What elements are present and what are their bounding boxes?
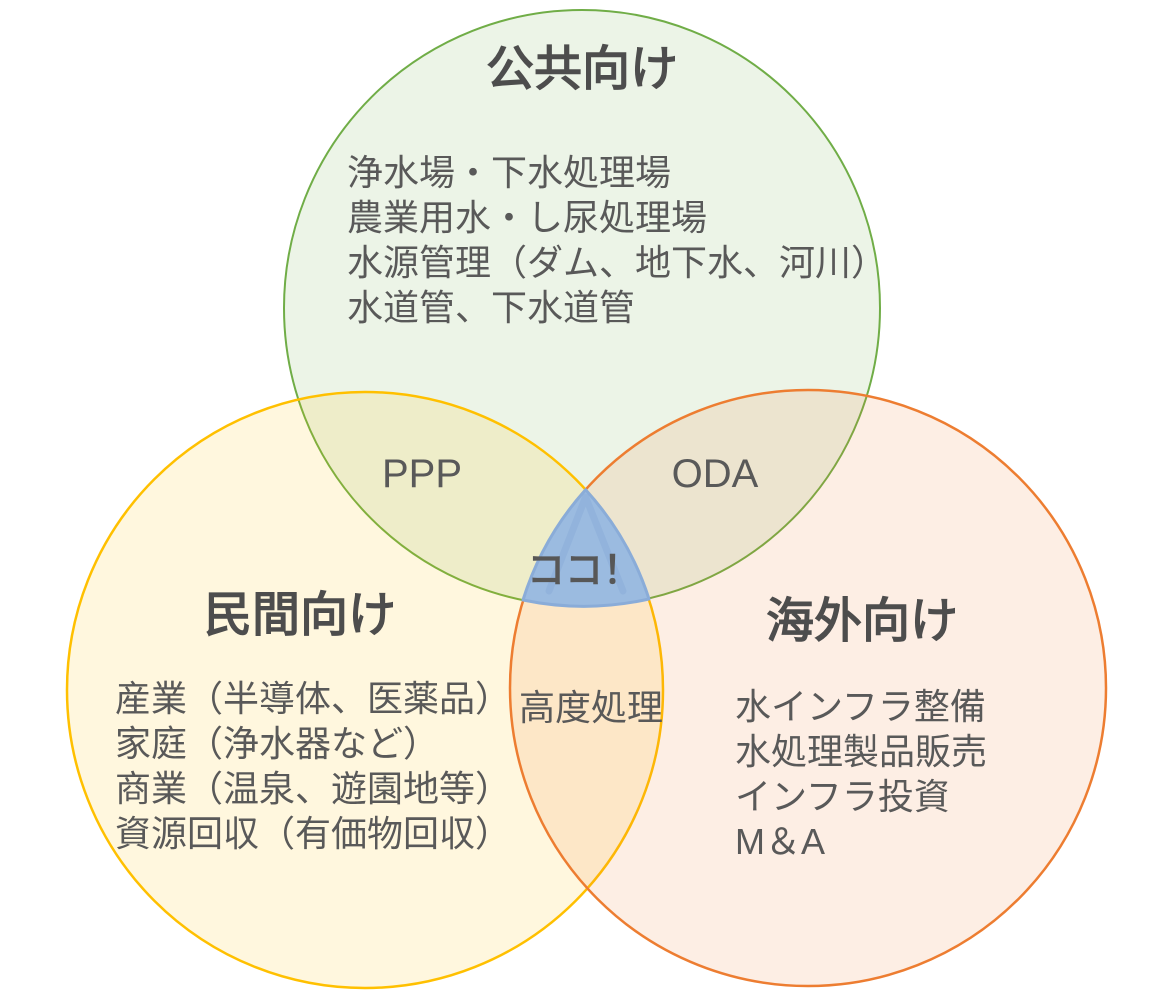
overseas-circle-items: 水インフラ整備 水処理製品販売 インフラ投資 M＆A xyxy=(735,684,987,864)
overseas-item: 水インフラ整備 xyxy=(735,686,986,727)
private-circle-title: 民間向け xyxy=(203,589,396,642)
private-circle-items: 産業（半導体、医薬品） 家庭（浄水器など） 商業（温泉、遊園地等） 資源回収（有… xyxy=(115,676,511,856)
private-item: 産業（半導体、医薬品） xyxy=(115,678,512,719)
private-item: 商業（温泉、遊園地等） xyxy=(115,768,512,809)
overseas-circle xyxy=(508,388,1108,988)
overseas-item: M＆A xyxy=(735,821,826,862)
overlap-label-ppp: PPP xyxy=(381,452,463,496)
private-item: 家庭（浄水器など） xyxy=(115,723,440,764)
overseas-item: 水処理製品販売 xyxy=(735,731,988,772)
center-label: ココ！ xyxy=(526,550,641,592)
overseas-item: インフラ投資 xyxy=(735,776,950,817)
center-shape-bevel-lines xyxy=(545,493,627,595)
private-item: 資源回収（有価物回収） xyxy=(115,813,512,854)
private-circle xyxy=(65,390,665,990)
public-item: 農業用水・し尿処理場 xyxy=(347,197,708,238)
public-circle-title: 公共向け xyxy=(485,43,678,96)
public-item: 水道管、下水道管 xyxy=(347,287,636,328)
overseas-circle-title: 海外向け xyxy=(765,595,958,648)
center-intersection-shape xyxy=(521,488,651,608)
overlap-label-oda: ODA xyxy=(671,452,759,496)
public-item: 水源管理（ダム、地下水、河川） xyxy=(347,242,888,283)
public-circle-items: 浄水場・下水処理場 農業用水・し尿処理場 水源管理（ダム、地下水、河川） 水道管… xyxy=(347,150,887,330)
public-item: 浄水場・下水処理場 xyxy=(347,152,672,193)
overlap-label-advanced-treatment: 高度処理 xyxy=(518,687,663,728)
